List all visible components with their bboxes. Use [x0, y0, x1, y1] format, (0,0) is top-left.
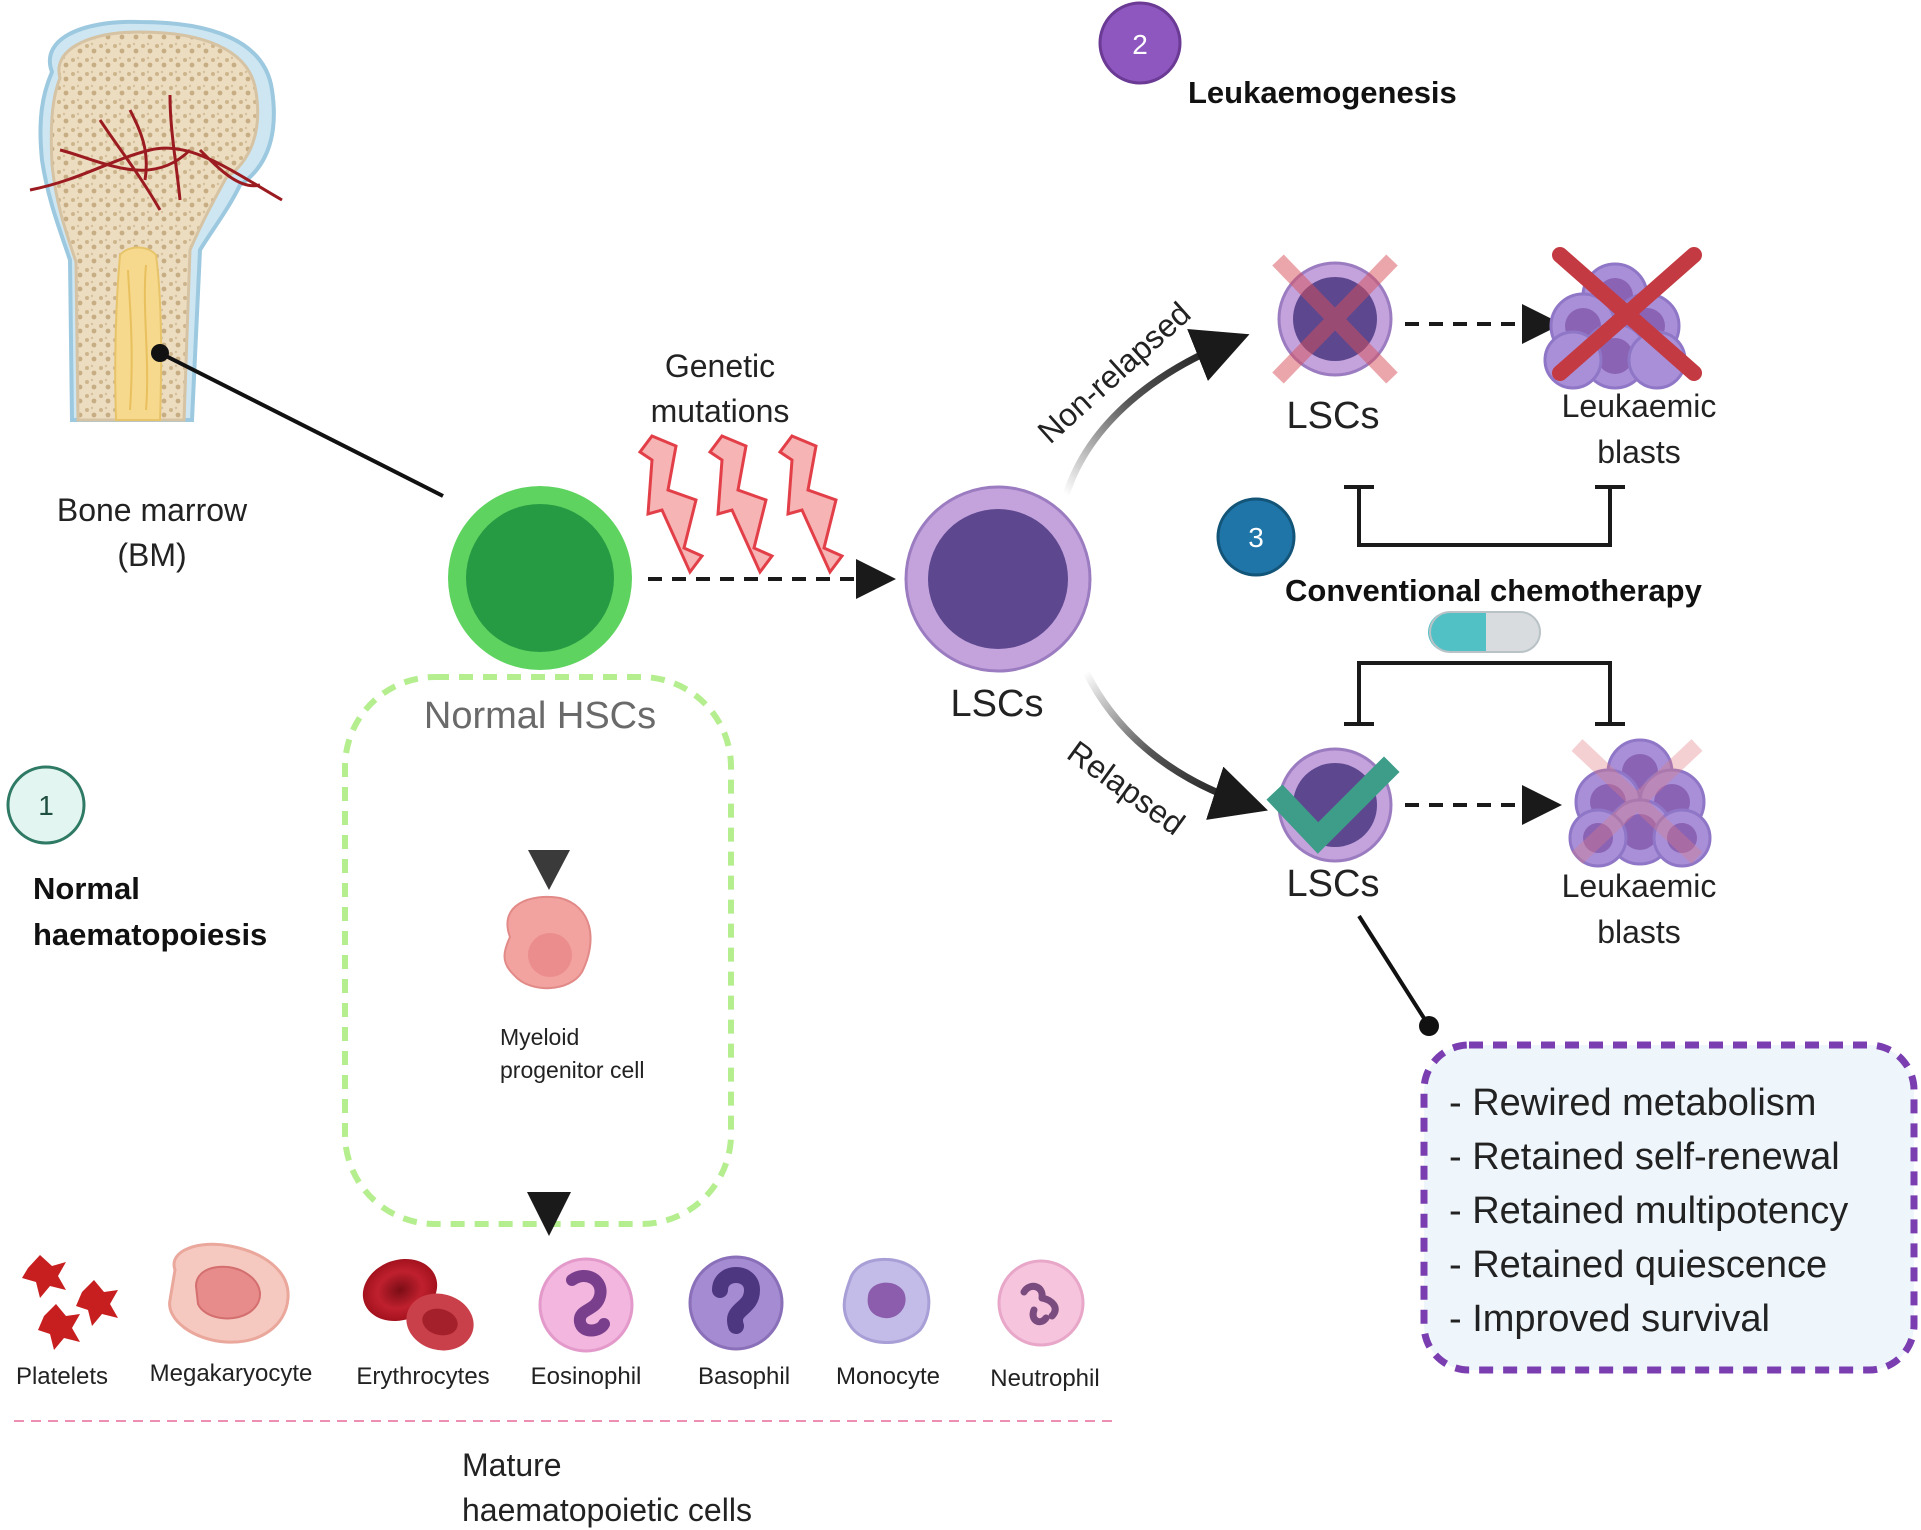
- bone-marrow-label: Bone marrow: [57, 492, 248, 528]
- neutrophil-icon: [997, 1259, 1085, 1347]
- megakaryocyte-icon: [168, 1242, 290, 1344]
- step-1-title-line1: Normal: [33, 871, 140, 906]
- feature-box-connector-dot: [1419, 1016, 1439, 1036]
- mature-cell-label-platelets: Platelets: [16, 1363, 108, 1390]
- step-1-number: 1: [38, 790, 54, 821]
- lsc-center-label: LSCs: [951, 683, 1044, 725]
- mature-cell-label-monocyte: Monocyte: [836, 1363, 940, 1390]
- lightning-bolts-icon: [637, 434, 845, 575]
- lsc-bottom-check-icon: [1266, 756, 1400, 854]
- blasts-bottom-cross-icon: [1571, 739, 1703, 864]
- blasts-bottom-label-line2: blasts: [1597, 914, 1681, 950]
- feature-item-3: - Retained multipotency: [1449, 1190, 1848, 1232]
- mature-cell-label-neutrophil: Neutrophil: [990, 1365, 1099, 1392]
- differentiation-arrow-1-head: [528, 850, 570, 890]
- blasts-top-label-line2: blasts: [1597, 434, 1681, 470]
- mature-cell-label-eosinophil: Eosinophil: [531, 1363, 642, 1390]
- step-1-title-line2: haematopoiesis: [33, 917, 267, 952]
- feature-item-1: - Rewired metabolism: [1449, 1082, 1816, 1124]
- mature-cell-label-megakaryocyte: Megakaryocyte: [150, 1360, 313, 1387]
- lsc-top-cross-icon: [1272, 254, 1398, 384]
- inhibition-bracket-top: [1344, 485, 1625, 547]
- non-relapsed-arrow: [1062, 329, 1250, 497]
- step-3-badge: [1216, 497, 1296, 577]
- feature-box-connector: [1357, 914, 1431, 1028]
- step-1-badge: [6, 765, 86, 845]
- erythrocytes-icon: [362, 1258, 474, 1351]
- blasts-bottom-label-line1: Leukaemic: [1562, 868, 1717, 904]
- step-2-number: 2: [1132, 29, 1148, 60]
- normal-hsc-nucleus: [466, 504, 614, 652]
- step-3-title: Conventional chemotherapy: [1285, 573, 1703, 608]
- differentiation-arrow-2-head: [527, 1192, 571, 1236]
- progenitor-label-line1: Myeloid: [500, 1024, 579, 1050]
- lsc-center-nucleus: [928, 509, 1068, 649]
- step-2-badge: [1098, 1, 1182, 85]
- lsc-bottom-label: LSCs: [1287, 863, 1380, 905]
- mature-cell-label-erythrocytes: Erythrocytes: [356, 1363, 489, 1390]
- step-3-number: 3: [1248, 522, 1264, 553]
- platelets-icon: [22, 1255, 118, 1350]
- feature-item-2: - Retained self-renewal: [1449, 1136, 1840, 1178]
- genetic-mutations-label-line2: mutations: [651, 393, 790, 429]
- relapsed-arrow: [1082, 670, 1268, 820]
- eosinophil-icon: [538, 1257, 634, 1353]
- bone-marrow-abbrev: (BM): [117, 537, 186, 573]
- blasts-top-label-line1: Leukaemic: [1562, 388, 1717, 424]
- blasts-bottom-cluster: [1568, 738, 1712, 868]
- genetic-mutations-label-line1: Genetic: [665, 348, 775, 384]
- normal-hsc-label: Normal HSCs: [424, 695, 656, 737]
- bone-illustration: [29, 19, 444, 498]
- lsc-features-box: [1420, 1041, 1918, 1374]
- basophil-icon: [688, 1255, 784, 1351]
- drug-pill-icon: [1428, 611, 1541, 653]
- feature-item-5: - Improved survival: [1449, 1298, 1770, 1340]
- lsc-top-label: LSCs: [1287, 395, 1380, 437]
- monocyte-icon: [842, 1257, 931, 1344]
- feature-item-4: - Retained quiescence: [1449, 1244, 1827, 1286]
- progenitor-label-line2: progenitor cell: [500, 1057, 644, 1083]
- hsc-dashed-region: [342, 674, 734, 1227]
- mature-title-line2: haematopoietic cells: [462, 1492, 752, 1528]
- inhibition-bracket-bottom: [1344, 661, 1625, 726]
- mature-title-line1: Mature: [462, 1447, 562, 1483]
- blasts-top-cross-icon: [1552, 247, 1702, 381]
- relapsed-label: Relapsed: [1061, 734, 1192, 843]
- mature-cell-label-basophil: Basophil: [698, 1363, 790, 1390]
- myeloid-progenitor-nucleus: [528, 933, 572, 977]
- step-2-title: Leukaemogenesis: [1188, 75, 1457, 110]
